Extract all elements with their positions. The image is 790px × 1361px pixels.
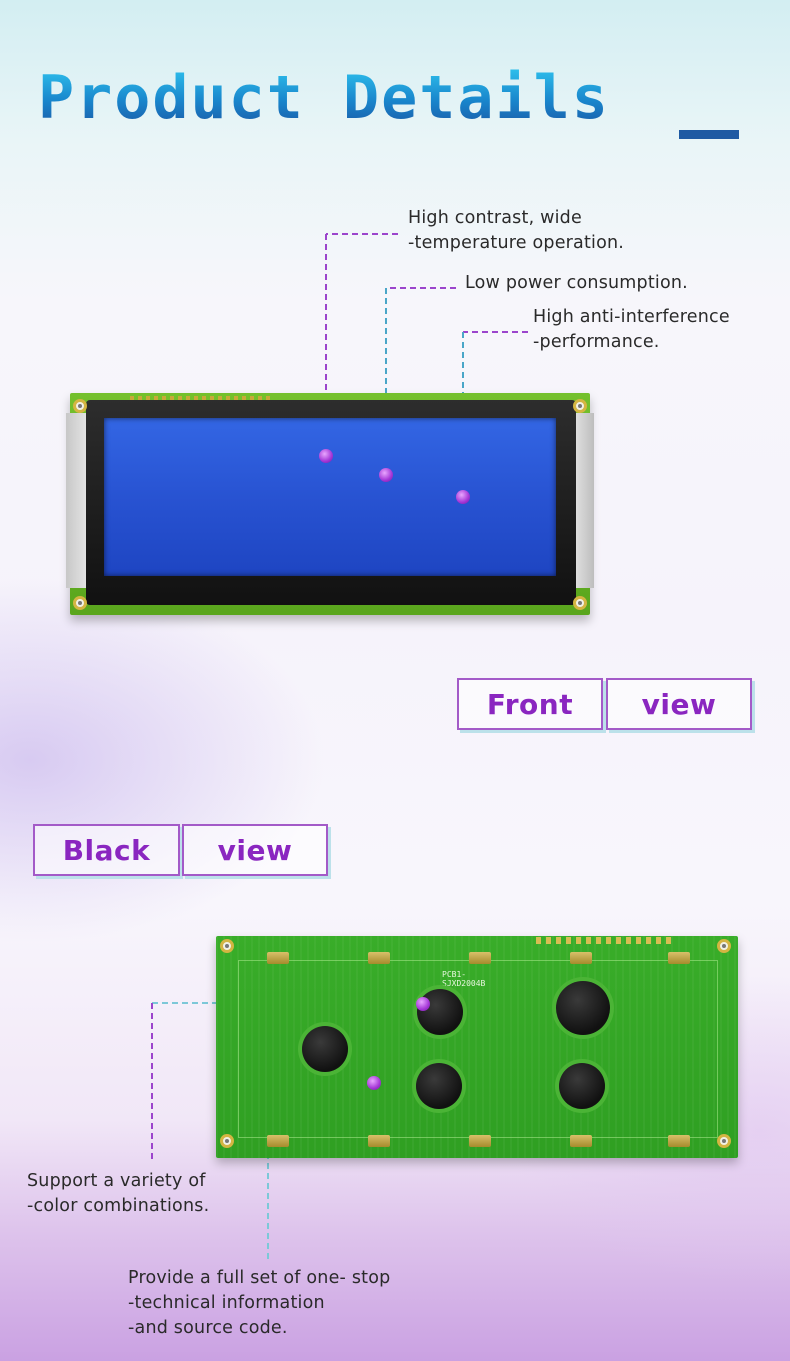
solder-pad <box>469 952 491 964</box>
callout-color-combinations: Support a variety of -color combinations… <box>27 1169 209 1219</box>
lcd-backlight-right <box>572 413 594 588</box>
callout-line: Provide a full set of one- stop <box>128 1268 391 1288</box>
front-view-label: Front <box>457 678 603 730</box>
callout-line: -technical information <box>128 1293 325 1313</box>
solder-pad <box>570 1135 592 1147</box>
front-view-label-suffix: view <box>606 678 752 730</box>
callout-line: High contrast, wide <box>408 208 582 228</box>
mount-hole-icon <box>573 399 587 413</box>
solder-pad <box>469 1135 491 1147</box>
chip-blob-u4 <box>302 1026 348 1072</box>
solder-pad <box>368 952 390 964</box>
callout-line: Support a variety of <box>27 1171 206 1191</box>
callout-line: -color combinations. <box>27 1196 210 1216</box>
callout-line: -temperature operation. <box>408 233 625 253</box>
solder-pad <box>267 952 289 964</box>
title-accent-bar <box>679 130 739 139</box>
solder-pad <box>570 952 592 964</box>
chip-blob-u5 <box>559 1063 605 1109</box>
mount-hole-icon <box>717 939 731 953</box>
callout-high-contrast: High contrast, wide -temperature operati… <box>408 206 624 256</box>
callout-dot-icon <box>319 449 333 463</box>
mount-hole-icon <box>573 596 587 610</box>
lcd-backlight-left <box>66 413 88 588</box>
chip-blob-u2 <box>556 981 610 1035</box>
chip-blob-u3 <box>417 989 463 1035</box>
callout-dot-icon <box>367 1076 381 1090</box>
lcd-header-pins <box>130 396 270 401</box>
pcb-silkscreen: PCB1-SJXD2004B <box>442 970 486 988</box>
solder-pad <box>267 1135 289 1147</box>
solder-pad <box>368 1135 390 1147</box>
mount-hole-icon <box>73 399 87 413</box>
callout-line: High anti-interference <box>533 307 730 327</box>
back-header-pins <box>536 937 676 944</box>
mount-hole-icon <box>220 1134 234 1148</box>
callout-line: Low power consumption. <box>465 273 688 293</box>
callout-dot-icon <box>379 468 393 482</box>
back-view-label: Black <box>33 824 180 876</box>
callout-line: -and source code. <box>128 1318 288 1338</box>
callout-anti-interference: High anti-interference -performance. <box>533 305 730 355</box>
lcd-screen <box>104 418 556 576</box>
callout-technical-info: Provide a full set of one- stop -technic… <box>128 1266 390 1341</box>
callout-low-power: Low power consumption. <box>465 271 688 296</box>
mount-hole-icon <box>717 1134 731 1148</box>
page-title: Product Details <box>38 63 610 133</box>
chip-blob-u6 <box>416 1063 462 1109</box>
mount-hole-icon <box>73 596 87 610</box>
solder-pad <box>668 1135 690 1147</box>
callout-dot-icon <box>456 490 470 504</box>
callout-line: -performance. <box>533 332 660 352</box>
callout-dot-icon <box>416 997 430 1011</box>
solder-pad <box>668 952 690 964</box>
mount-hole-icon <box>220 939 234 953</box>
back-view-label-suffix: view <box>182 824 328 876</box>
